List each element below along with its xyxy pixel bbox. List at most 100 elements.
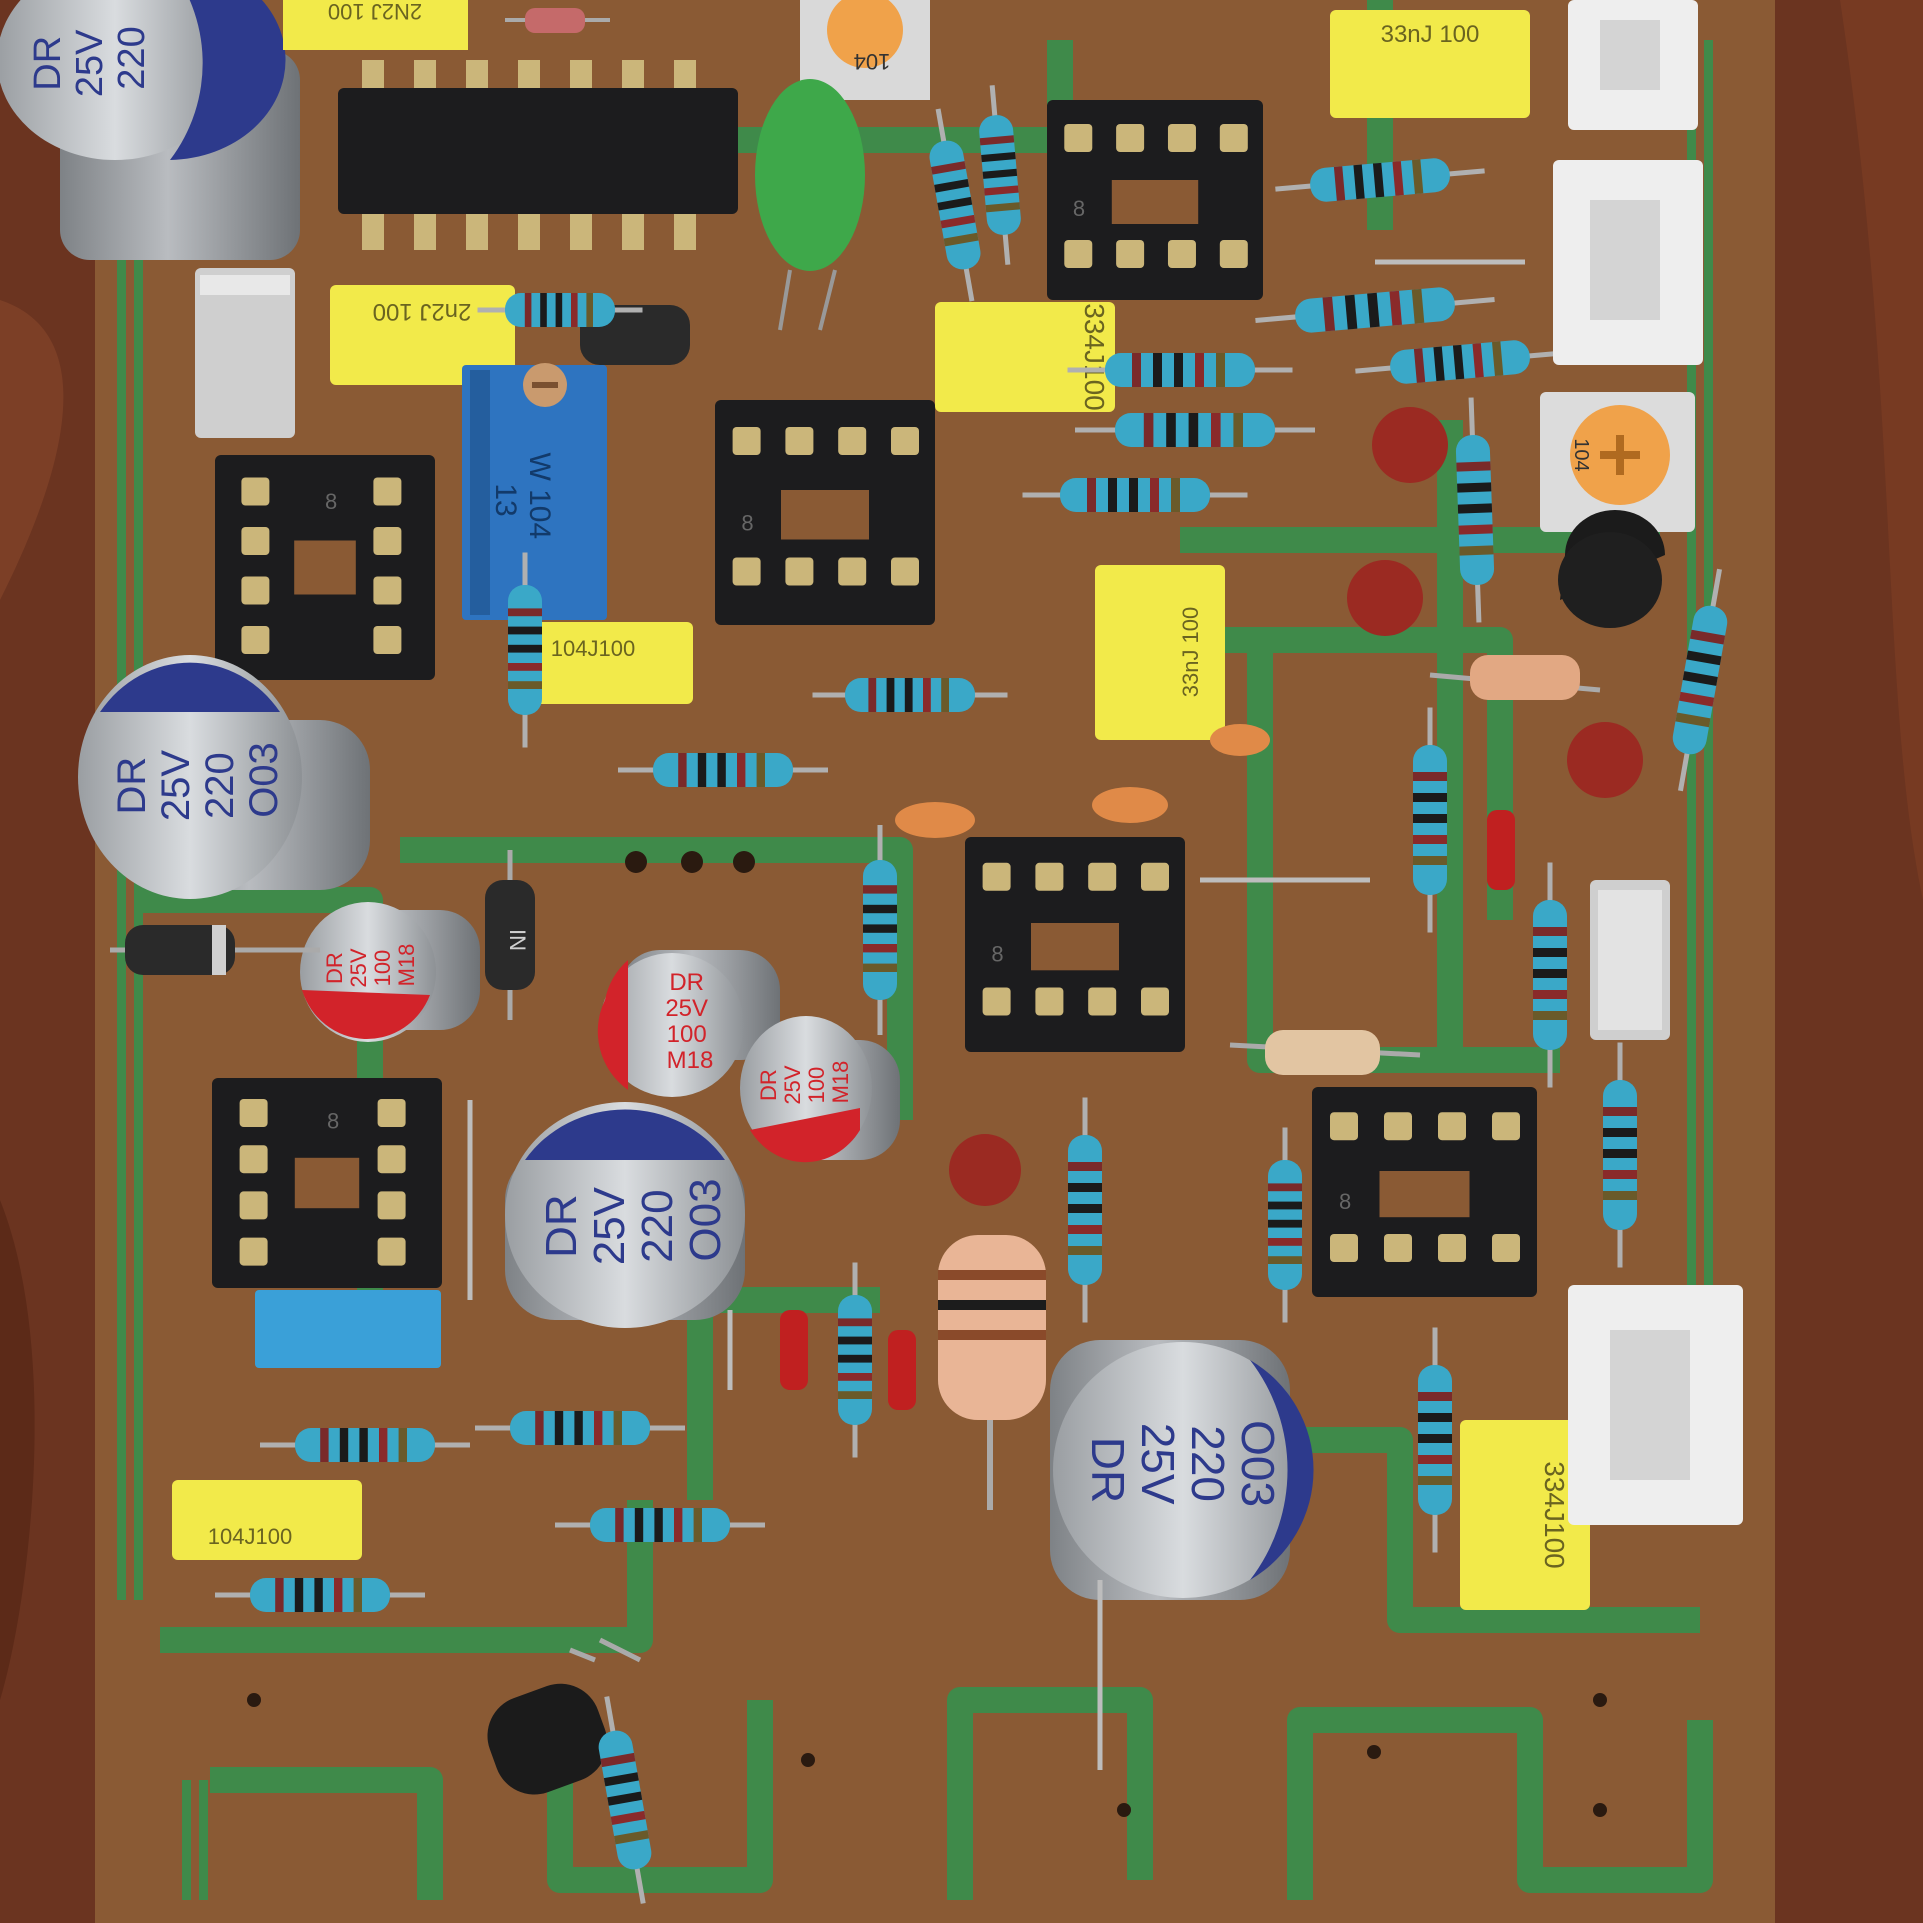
cap-brand: DR bbox=[669, 969, 704, 996]
cap-brand: DR bbox=[27, 36, 69, 91]
socket-contact bbox=[1064, 240, 1093, 268]
drill-holes bbox=[247, 851, 1607, 1817]
cap-value: 220 bbox=[1182, 1425, 1234, 1502]
connector-top bbox=[1568, 0, 1698, 130]
resistor bbox=[1418, 1327, 1452, 1553]
resistor bbox=[260, 1428, 470, 1462]
cap-value: 220 bbox=[198, 752, 242, 819]
socket-pin-mark: 8 bbox=[327, 1108, 339, 1133]
resistor bbox=[979, 85, 1021, 265]
diodes: IN bbox=[110, 8, 1515, 1410]
connector-middle bbox=[1553, 160, 1703, 365]
trimmer-pot-top: 104 bbox=[800, 0, 930, 100]
socket-contact bbox=[377, 1145, 406, 1174]
diode-main-left bbox=[110, 925, 320, 975]
socket-contact bbox=[241, 576, 270, 605]
diodes-small-red bbox=[780, 810, 1515, 1410]
socket-contact bbox=[1035, 987, 1064, 1016]
transistor-bottom bbox=[487, 1637, 642, 1795]
svg-text:DR 25V 100 M: DR 25V 100 M18 bbox=[322, 942, 419, 987]
film-cap-334-right: 334J100 bbox=[1460, 1420, 1590, 1610]
cap-brand: DR bbox=[537, 1194, 586, 1258]
svg-text:DR 25V 100 M: DR 25V 100 M18 bbox=[665, 969, 714, 1074]
connector-bottom bbox=[1568, 1285, 1743, 1525]
cap-brand: DR bbox=[756, 1069, 781, 1101]
cap-code: M18 bbox=[667, 1047, 714, 1074]
film-cap-2n2-left: 2n2J 100 bbox=[330, 285, 515, 385]
socket-contact bbox=[1330, 1112, 1358, 1141]
socket-contact bbox=[1492, 1234, 1520, 1262]
svg-text:O03 220 25V: O03 220 25V DR bbox=[1082, 1420, 1284, 1520]
ic-socket: 8 bbox=[1312, 1087, 1537, 1297]
resistor bbox=[863, 825, 897, 1035]
cap-code: O03 bbox=[1232, 1420, 1284, 1507]
socket-contact bbox=[373, 626, 402, 654]
socket-contact bbox=[1141, 987, 1169, 1016]
cap-code: M18 bbox=[828, 1061, 853, 1104]
film-capacitors: 2N2J 100 33nJ 100 2n2J 100 334J100 104J1… bbox=[172, 0, 1590, 1610]
resistor bbox=[477, 293, 643, 327]
resistor bbox=[555, 1508, 765, 1542]
resistor bbox=[1603, 1042, 1637, 1268]
resistor bbox=[1075, 413, 1315, 447]
socket-contact bbox=[241, 626, 270, 654]
socket-contact bbox=[982, 987, 1011, 1016]
resistor bbox=[838, 1262, 872, 1458]
socket-contact bbox=[1330, 1234, 1358, 1262]
ceramic-caps-orange bbox=[895, 724, 1270, 838]
trimmer-label: 104 bbox=[1570, 438, 1592, 471]
socket-contact bbox=[373, 527, 402, 555]
film-cap-33n-top: 33nJ 100 bbox=[1330, 10, 1530, 118]
socket-contact bbox=[239, 1145, 268, 1174]
jumper-wires bbox=[467, 259, 1525, 1770]
transistor-right bbox=[1558, 510, 1665, 628]
resistor bbox=[215, 1578, 425, 1612]
trimmer-side-label: 13 bbox=[489, 483, 522, 516]
resistor bbox=[475, 1411, 685, 1445]
cap-code: O03 bbox=[242, 742, 286, 818]
ic-socket: 8 bbox=[715, 400, 935, 625]
resistor bbox=[1275, 158, 1485, 202]
electrolytic-cap-left: DR 25V 220 O03 bbox=[78, 655, 370, 899]
socket-contact bbox=[1088, 987, 1117, 1016]
socket-contact bbox=[838, 557, 867, 586]
socket-contact bbox=[732, 427, 761, 455]
electrolytic-cap-small-2: DR 25V 100 M18 bbox=[597, 950, 780, 1097]
electrolytic-cap-top-left: DR 25V 220 bbox=[0, 0, 300, 260]
svg-text:DR 25V 220: DR 25V 220 bbox=[27, 19, 153, 97]
socket-contact bbox=[1219, 240, 1248, 268]
resistors bbox=[215, 85, 1728, 1904]
diode-main-vertical: IN bbox=[485, 850, 535, 1020]
resistor bbox=[1067, 353, 1293, 387]
film-cap-label: 104J100 bbox=[551, 636, 635, 661]
electrolytic-cap-small-3: DR 25V 100 M18 bbox=[740, 1016, 900, 1163]
cap-code: O03 bbox=[681, 1178, 730, 1261]
resistor bbox=[1355, 340, 1565, 384]
svg-text:W 104 13: W 104 13 bbox=[489, 452, 556, 547]
diode-label: IN bbox=[505, 929, 530, 951]
socket-pin-mark: 8 bbox=[741, 511, 753, 536]
socket-contact bbox=[1492, 1112, 1520, 1141]
socket-contact bbox=[1064, 124, 1093, 152]
socket-contact bbox=[377, 1099, 406, 1127]
socket-contact bbox=[377, 1237, 406, 1266]
socket-contact bbox=[1438, 1234, 1466, 1262]
grey-components bbox=[195, 268, 1670, 1040]
resistor bbox=[1413, 707, 1447, 933]
resistor bbox=[1068, 1097, 1102, 1323]
cap-voltage: 25V bbox=[780, 1065, 805, 1104]
cap-value: 220 bbox=[633, 1189, 682, 1262]
cap-voltage: 25V bbox=[346, 948, 371, 987]
resistor bbox=[1268, 1127, 1302, 1323]
ceramic-cap-green bbox=[755, 79, 865, 331]
cap-value: 100 bbox=[804, 1067, 829, 1104]
socket-contact bbox=[373, 576, 402, 605]
film-cap-label: 104J100 bbox=[208, 1524, 292, 1549]
film-cap-2n2-top: 2N2J 100 bbox=[283, 0, 468, 50]
socket-contact bbox=[838, 427, 867, 455]
socket-contact bbox=[1384, 1234, 1412, 1262]
cap-value: 100 bbox=[667, 1021, 707, 1048]
film-cap-33n-mid: 33nJ 100 bbox=[1095, 565, 1225, 740]
resistor bbox=[1455, 397, 1495, 623]
